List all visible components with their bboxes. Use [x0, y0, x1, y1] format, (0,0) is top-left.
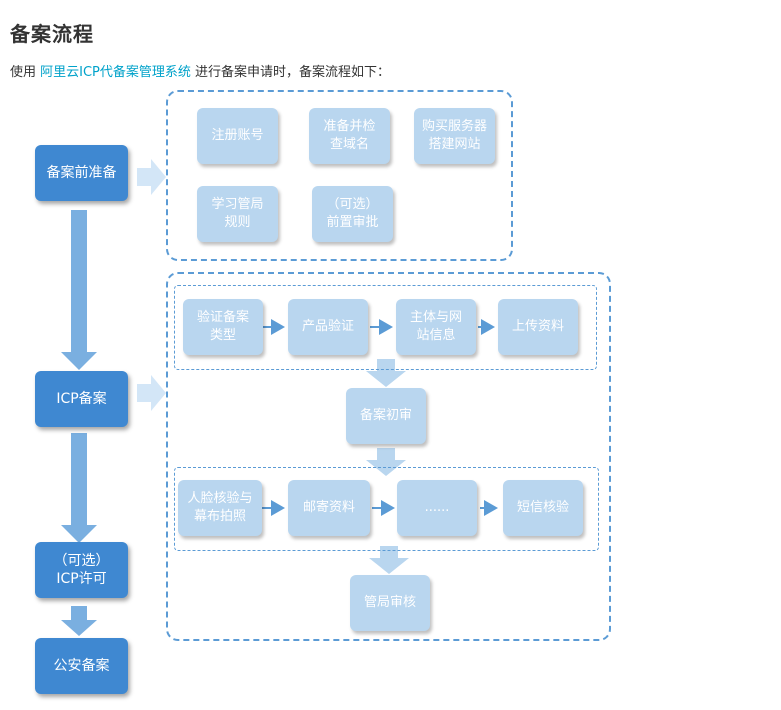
prep-register-account-label: 注册账号 — [211, 128, 264, 143]
step-icp-license-optional: （可选） — [53, 553, 110, 569]
icp-sms-verify: 短信核验 — [503, 480, 583, 536]
prep-pre-approval-line1: （可选） — [326, 197, 379, 212]
down-arrow-icp-to-license — [61, 433, 97, 543]
prep-buy-server-line1: 购买服务器 — [421, 119, 487, 134]
prep-check-domain-line1: 准备并检 — [323, 119, 376, 134]
right-arrow-pre — [137, 159, 166, 195]
icp-bureau-review: 管局审核 — [350, 575, 430, 631]
prep-pre-approval: （可选） 前置审批 — [312, 186, 393, 242]
prep-check-domain-line2: 查域名 — [329, 137, 369, 152]
step-police-filing: 公安备案 — [35, 638, 128, 694]
step-icp-filing: ICP备案 — [35, 371, 128, 427]
icp-product-verify-label: 产品验证 — [301, 319, 354, 334]
icp-verify-type: 验证备案 类型 — [183, 299, 263, 355]
prep-container — [166, 90, 513, 261]
step-police-filing-label: 公安备案 — [53, 658, 110, 674]
icp-face-verify-line2: 幕布拍照 — [193, 509, 246, 524]
step-icp-filing-label: ICP备案 — [56, 391, 107, 407]
icp-system-link[interactable]: 阿里云ICP代备案管理系统 — [40, 65, 191, 80]
prep-learn-rules: 学习管局 规则 — [197, 186, 278, 242]
step-icp-license-label: ICP许可 — [56, 571, 107, 587]
icp-entity-site-info-line1: 主体与网 — [409, 310, 462, 325]
prep-register-account: 注册账号 — [197, 108, 278, 164]
icp-container — [166, 272, 611, 641]
icp-face-verify: 人脸核验与 幕布拍照 — [178, 480, 262, 536]
icp-upload-materials: 上传资料 — [498, 299, 578, 355]
icp-verify-type-line1: 验证备案 — [196, 310, 249, 325]
icp-mail-materials-label: 邮寄资料 — [302, 500, 355, 515]
icp-mail-materials: 邮寄资料 — [288, 480, 370, 536]
intro-prefix: 使用 — [10, 65, 41, 80]
down-arrow-to-bureau — [369, 546, 409, 574]
prep-buy-server: 购买服务器 搭建网站 — [414, 108, 495, 164]
verify-group — [174, 285, 597, 370]
step-pre-filing-label: 备案前准备 — [46, 165, 117, 181]
icp-bureau-review-label: 管局审核 — [363, 595, 416, 610]
prep-pre-approval-line2: 前置审批 — [326, 215, 379, 230]
icp-entity-site-info: 主体与网 站信息 — [396, 299, 476, 355]
right-arrow-icp — [137, 375, 166, 411]
page-title: 备案流程 — [10, 22, 94, 46]
icp-entity-site-info-line2: 站信息 — [416, 328, 456, 343]
icp-product-verify: 产品验证 — [288, 299, 368, 355]
prep-buy-server-line2: 搭建网站 — [428, 137, 481, 152]
icp-sms-verify-label: 短信核验 — [516, 500, 569, 515]
icp-face-verify-line1: 人脸核验与 — [187, 491, 253, 506]
prep-learn-rules-line1: 学习管局 — [211, 197, 264, 212]
prep-check-domain: 准备并检 查域名 — [309, 108, 390, 164]
step-icp-license: （可选） ICP许可 — [35, 542, 128, 598]
icp-more-steps-label: ...... — [424, 500, 450, 515]
intro-suffix: 进行备案申请时，备案流程如下： — [190, 65, 391, 80]
icp-upload-materials-label: 上传资料 — [511, 319, 564, 334]
icp-more-steps: ...... — [397, 480, 477, 536]
intro-text: 使用 阿里云ICP代备案管理系统 进行备案申请时，备案流程如下： — [10, 61, 390, 80]
down-arrow-to-face-group — [366, 448, 406, 476]
step-pre-filing: 备案前准备 — [35, 145, 128, 201]
icp-initial-review: 备案初审 — [346, 388, 426, 444]
down-arrow-license-to-police — [61, 606, 97, 636]
down-arrow-pre-to-icp — [61, 210, 97, 370]
icp-initial-review-label: 备案初审 — [359, 408, 412, 423]
down-arrow-to-initial — [366, 359, 406, 387]
prep-learn-rules-line2: 规则 — [224, 215, 251, 230]
face-group — [174, 467, 599, 551]
icp-verify-type-line2: 类型 — [209, 328, 236, 343]
